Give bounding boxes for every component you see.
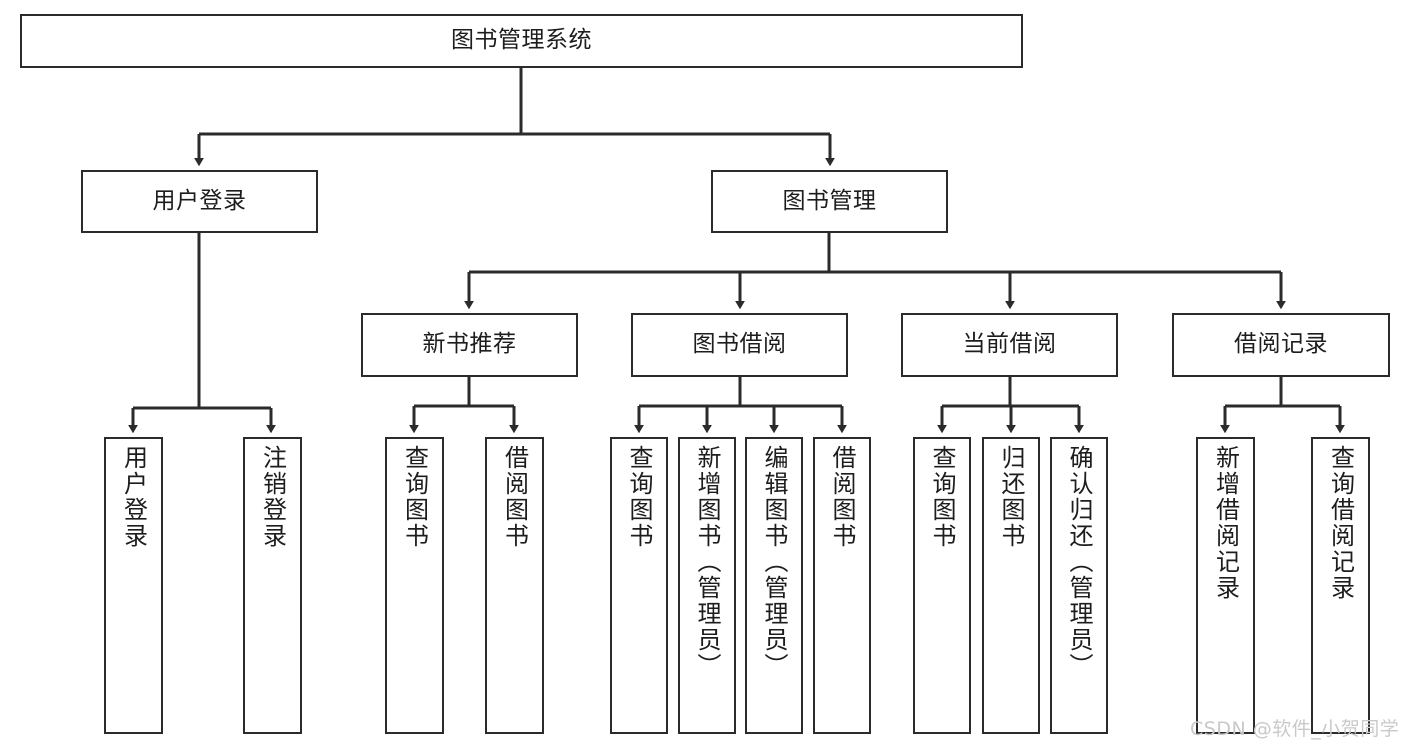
leaf-label: 查询借阅记录 (1326, 445, 1355, 601)
node-borrow-record[interactable]: 借阅记录 (1172, 313, 1390, 377)
node-book-borrow-label: 图书借阅 (692, 331, 787, 358)
node-root[interactable]: 图书管理系统 (20, 14, 1023, 68)
node-current-borrow-label: 当前借阅 (962, 331, 1057, 358)
node-root-label: 图书管理系统 (451, 27, 592, 54)
leaf-book-borrow-edit[interactable]: 编辑图书（管理员） (745, 437, 803, 734)
leaf-current-borrow-query[interactable]: 查询图书 (913, 437, 971, 734)
leaf-book-borrow-query[interactable]: 查询图书 (610, 437, 668, 734)
node-book-management[interactable]: 图书管理 (711, 170, 948, 233)
leaf-new-book-query[interactable]: 查询图书 (385, 437, 444, 734)
node-book-borrow[interactable]: 图书借阅 (631, 313, 848, 377)
csdn-watermark: CSDN @软件_小贺同学 (1190, 718, 1400, 740)
leaf-label: 新增借阅记录 (1211, 445, 1240, 601)
node-user-login-label: 用户登录 (152, 187, 247, 214)
leaf-label: 借阅图书 (500, 445, 529, 549)
leaf-borrow-record-add[interactable]: 新增借阅记录 (1196, 437, 1255, 734)
node-new-book-recommend[interactable]: 新书推荐 (361, 313, 578, 377)
leaf-current-borrow-return[interactable]: 归还图书 (982, 437, 1040, 734)
leaf-label: 新增图书（管理员） (693, 445, 721, 679)
leaf-label: 用户登录 (119, 445, 148, 549)
leaf-book-borrow-add[interactable]: 新增图书（管理员） (678, 437, 736, 734)
node-book-management-label: 图书管理 (782, 187, 877, 214)
leaf-label: 编辑图书（管理员） (760, 445, 788, 679)
node-current-borrow[interactable]: 当前借阅 (901, 313, 1118, 377)
leaf-user-login-logout[interactable]: 注销登录 (243, 437, 302, 734)
leaf-current-borrow-confirm[interactable]: 确认归还（管理员） (1050, 437, 1108, 734)
node-user-login[interactable]: 用户登录 (81, 170, 318, 233)
leaf-label: 确认归还（管理员） (1065, 445, 1093, 679)
leaf-book-borrow-borrow[interactable]: 借阅图书 (813, 437, 871, 734)
leaf-label: 查询图书 (400, 445, 429, 549)
leaf-label: 借阅图书 (828, 445, 856, 549)
leaf-label: 注销登录 (258, 445, 287, 549)
leaf-label: 归还图书 (997, 445, 1025, 549)
leaf-label: 查询图书 (625, 445, 653, 549)
node-borrow-record-label: 借阅记录 (1234, 331, 1328, 358)
leaf-borrow-record-query[interactable]: 查询借阅记录 (1311, 437, 1370, 734)
leaf-new-book-borrow[interactable]: 借阅图书 (485, 437, 544, 734)
leaf-user-login-login[interactable]: 用户登录 (104, 437, 163, 734)
leaf-label: 查询图书 (928, 445, 956, 549)
node-new-book-recommend-label: 新书推荐 (422, 331, 517, 358)
